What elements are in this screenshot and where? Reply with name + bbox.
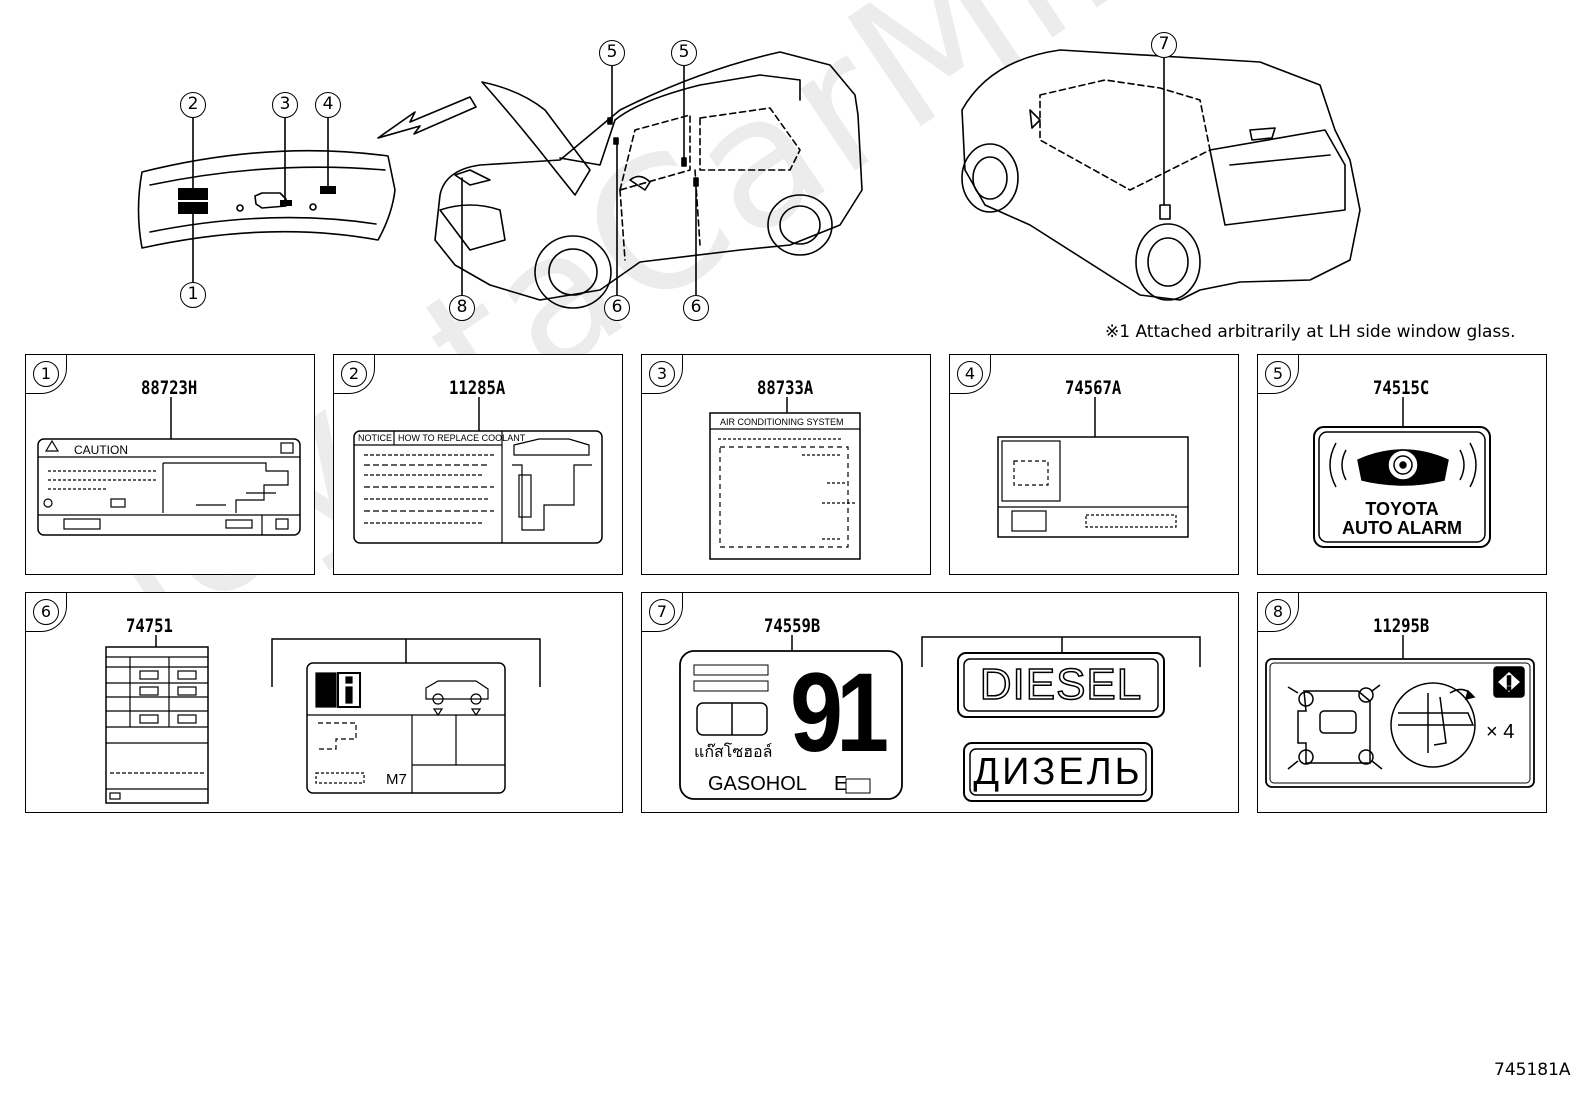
footnote: ※1 Attached arbitrarily at LH side windo… xyxy=(1105,322,1516,342)
label-marker-4 xyxy=(320,186,336,194)
panel-4-part-number: 74567A xyxy=(1065,377,1122,399)
figure-id: 745181A xyxy=(1494,1060,1571,1080)
m7-text: M7 xyxy=(386,771,407,788)
caution-text: CAUTION xyxy=(74,443,128,457)
panel-5-number: 5 xyxy=(1265,361,1291,387)
panel-7-number: 7 xyxy=(649,599,675,625)
panel-1-number: 1 xyxy=(33,361,59,387)
gasohol-text: GASOHOL xyxy=(708,773,807,795)
callout-7: 7 xyxy=(1151,32,1177,58)
callout-6b: 6 xyxy=(683,295,709,321)
panel-6-part-number: 74751 xyxy=(126,615,173,637)
callout-2: 2 xyxy=(180,92,206,118)
panel-7: 7 74559B 91 แก๊สโซฮอล์ GASOHOL E DIESEL … xyxy=(641,592,1239,813)
panel-5-part-number: 74515C xyxy=(1373,377,1430,399)
panel-3-number: 3 xyxy=(649,361,675,387)
vehicle-illustrations xyxy=(137,49,1361,309)
panel-1: 1 88723H CAUTION xyxy=(25,354,315,575)
ac-label-drawing xyxy=(709,397,861,560)
e-text: E xyxy=(834,773,848,795)
panel-8-part-number: 11295B xyxy=(1373,615,1430,637)
label-marker-1 xyxy=(178,202,208,214)
car-rear-view xyxy=(961,49,1361,301)
panel-6: 6 74751 xyxy=(25,592,623,813)
auto-alarm-label-drawing xyxy=(1313,397,1491,548)
panel-8: 8 11295B × 4 xyxy=(1257,592,1547,813)
times-four-text: × 4 xyxy=(1486,721,1515,743)
label-74567a-drawing xyxy=(997,397,1189,538)
thai-gasohol-text: แก๊สโซฮอล์ xyxy=(694,744,773,761)
tire-label-drawing xyxy=(105,635,541,804)
caution-label-drawing xyxy=(37,397,301,536)
notice-text: NOTICE xyxy=(358,433,393,443)
panel-7-part-number: 74559B xyxy=(764,615,821,637)
panel-3-part-number: 88733A xyxy=(757,377,814,399)
diesel-ru-text: ДИЗЕЛЬ xyxy=(973,751,1143,793)
panel-4-number: 4 xyxy=(957,361,983,387)
panel-2-part-number: 11285A xyxy=(449,377,506,399)
fuel-label-drawing xyxy=(679,635,1201,802)
callout-6a: 6 xyxy=(604,295,630,321)
diesel-text: DIESEL xyxy=(979,659,1143,710)
auto-alarm-text: AUTO ALARM xyxy=(1342,518,1462,538)
toyota-text: TOYOTA xyxy=(1365,499,1439,519)
label-marker-2 xyxy=(178,188,208,200)
callout-8: 8 xyxy=(449,295,475,321)
panel-3: 3 88733A AIR CONDITIONING SYSTEM xyxy=(641,354,931,575)
callout-5a: 5 xyxy=(599,40,625,66)
panel-4: 4 74567A xyxy=(949,354,1239,575)
panel-2: 2 11285A NOTICE HOW TO REPLACE COOLANT xyxy=(333,354,623,575)
panel-8-number: 8 xyxy=(1265,599,1291,625)
hood-panel xyxy=(137,149,396,249)
callout-1: 1 xyxy=(180,282,206,308)
label-marker-3 xyxy=(280,200,292,206)
panel-1-part-number: 88723H xyxy=(141,377,198,399)
panel-5: 5 74515C TOYOTA AUTO ALARM xyxy=(1257,354,1547,575)
how-to-replace-text: HOW TO REPLACE COOLANT xyxy=(398,433,526,443)
panel-6-number: 6 xyxy=(33,599,59,625)
air-conditioning-text: AIR CONDITIONING SYSTEM xyxy=(720,417,844,427)
callout-3: 3 xyxy=(272,92,298,118)
battery-clamp-label-drawing xyxy=(1265,635,1535,788)
car-front-view xyxy=(434,51,863,309)
coolant-label-drawing xyxy=(353,397,603,544)
octane-number: 91 xyxy=(790,650,889,775)
callout-4: 4 xyxy=(315,92,341,118)
panel-2-number: 2 xyxy=(341,361,367,387)
direction-arrow xyxy=(377,96,477,139)
callout-5b: 5 xyxy=(671,40,697,66)
